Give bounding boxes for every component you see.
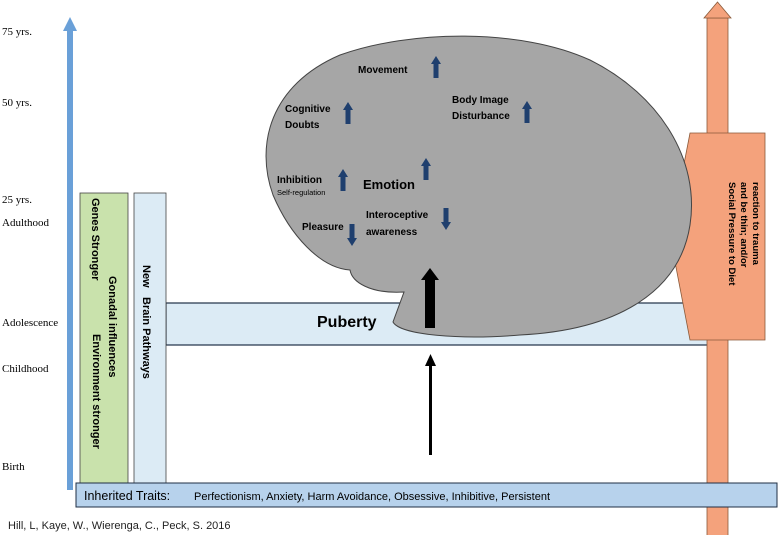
age-label-adulthood: Adulthood	[2, 217, 50, 229]
age-label-adolescence: Adolescence	[2, 317, 58, 329]
label-interoceptive: Interoceptive	[366, 210, 429, 221]
svg-text:and be thin; and/or: and be thin; and/or	[738, 182, 749, 268]
genes-column	[79, 192, 129, 484]
inherited-traits-list: Perfectionism, Anxiety, Harm Avoidance, …	[194, 491, 550, 503]
svg-text:Social Pressure to Diet: Social Pressure to Diet	[726, 182, 737, 286]
svg-text:New: New	[140, 265, 152, 288]
label-cognitive: Cognitive	[285, 104, 331, 115]
genes-column-text: Genes Stronger Gonadal influences Enviro…	[89, 198, 118, 450]
svg-text:Environment stronger: Environment stronger	[90, 334, 102, 450]
age-label-75: 75 yrs.	[2, 26, 32, 38]
puberty-arrow-thin	[425, 354, 436, 455]
svg-text:reaction to trauma: reaction to trauma	[750, 182, 761, 266]
social-pressure-callout	[669, 132, 766, 341]
age-label-birth: Birth	[2, 461, 25, 473]
label-doubts: Doubts	[285, 120, 320, 131]
label-self-regulation: Self-regulation	[277, 188, 325, 197]
label-body-image: Body Image	[452, 95, 509, 106]
social-pressure-text: Social Pressure to Diet and be thin; and…	[726, 182, 761, 286]
label-pleasure: Pleasure	[302, 222, 344, 233]
svg-text:Brain Pathways: Brain Pathways	[140, 297, 152, 379]
label-emotion: Emotion	[363, 177, 415, 192]
inherited-traits-title: Inherited Traits:	[84, 489, 170, 503]
age-label-50: 50 yrs.	[2, 97, 32, 109]
citation: Hill, L, Kaye, W., Wierenga, C., Peck, S…	[8, 520, 231, 532]
brain-pathways-text: New Brain Pathways	[140, 265, 152, 379]
inherited-traits-bar	[75, 482, 778, 508]
age-label-childhood: Childhood	[2, 363, 49, 375]
svg-text:Gonadal influences: Gonadal influences	[106, 276, 118, 377]
age-label-25: 25 yrs.	[2, 194, 32, 206]
puberty-arrow-thick	[421, 268, 439, 328]
lifespan-axis-arrow	[63, 17, 77, 490]
label-movement: Movement	[358, 65, 408, 76]
label-awareness: awareness	[366, 227, 418, 238]
label-disturbance: Disturbance	[452, 111, 510, 122]
label-inhibition: Inhibition	[277, 175, 322, 186]
label-puberty: Puberty	[317, 314, 377, 331]
svg-text:Genes Stronger: Genes Stronger	[89, 198, 101, 281]
brain-shape	[265, 35, 692, 338]
